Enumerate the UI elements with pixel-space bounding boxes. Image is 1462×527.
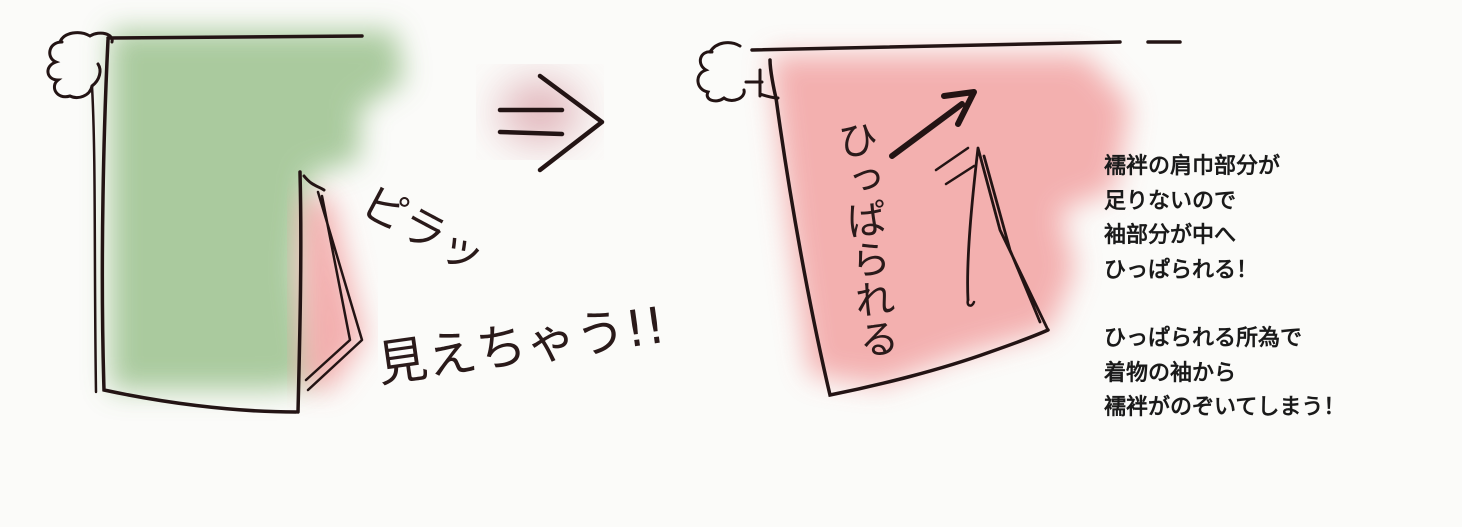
hanger-knob-right [696,50,746,103]
caption-text: 襦袢の肩巾部分が 足りないので 袖部分が中へ ひっぱられる！ ひっぱられる所為で… [1104,150,1454,426]
caption-line: 襦袢がのぞいてしまう！ [1104,395,1346,420]
sleeve-line-left [296,170,303,414]
caption-block-2: ひっぱられる所為で 着物の袖から 襦袢がのぞいてしまう！ [1104,322,1454,426]
pink-sleeve-wash [300,195,365,390]
hanger-knob-right-top [708,41,742,54]
hanger-clip-right [744,68,764,98]
caption-line: 足りないので [1104,188,1237,214]
after-figure: ひっぱられる [696,40,1182,398]
caption-line: 着物の袖から [1104,360,1237,386]
pulled-sleeve-right [966,146,1050,332]
garment-shoulder-right [758,92,780,100]
caption-line: ひっぱられる所為で [1104,326,1303,351]
caption-line: ひっぱられる！ [1104,257,1259,283]
garment-inner-line-left [90,84,98,394]
hanger-knob-left [46,40,102,100]
garment-outline-left [100,38,298,414]
pink-garment-wash [770,55,1130,385]
motion-ticks [934,146,976,186]
sleeve-hook-right [966,298,976,307]
caption-line: 袖部分が中へ [1104,223,1237,248]
sleeve-edge-left [302,174,326,192]
transition-arrow [497,73,605,173]
hanger-bar-right [750,40,1182,52]
peeking-juban-left [304,190,364,392]
caption-line: 襦袢の肩巾部分が [1104,154,1281,179]
hanger-bar-left [106,34,364,40]
hanger-knob-left-top [58,31,114,44]
arrow-icon [497,73,605,173]
caption-block-1: 襦袢の肩巾部分が 足りないので 袖部分が中へ ひっぱられる！ [1104,150,1454,288]
before-figure: ピラッ 見えちゃう!! [46,30,669,414]
flap-label: ピラッ [353,177,493,284]
caption-spacer [1104,288,1454,322]
pull-arrow-icon [889,89,977,159]
visible-label: 見えちゃう!! [374,296,669,394]
green-garment-wash [110,30,405,390]
